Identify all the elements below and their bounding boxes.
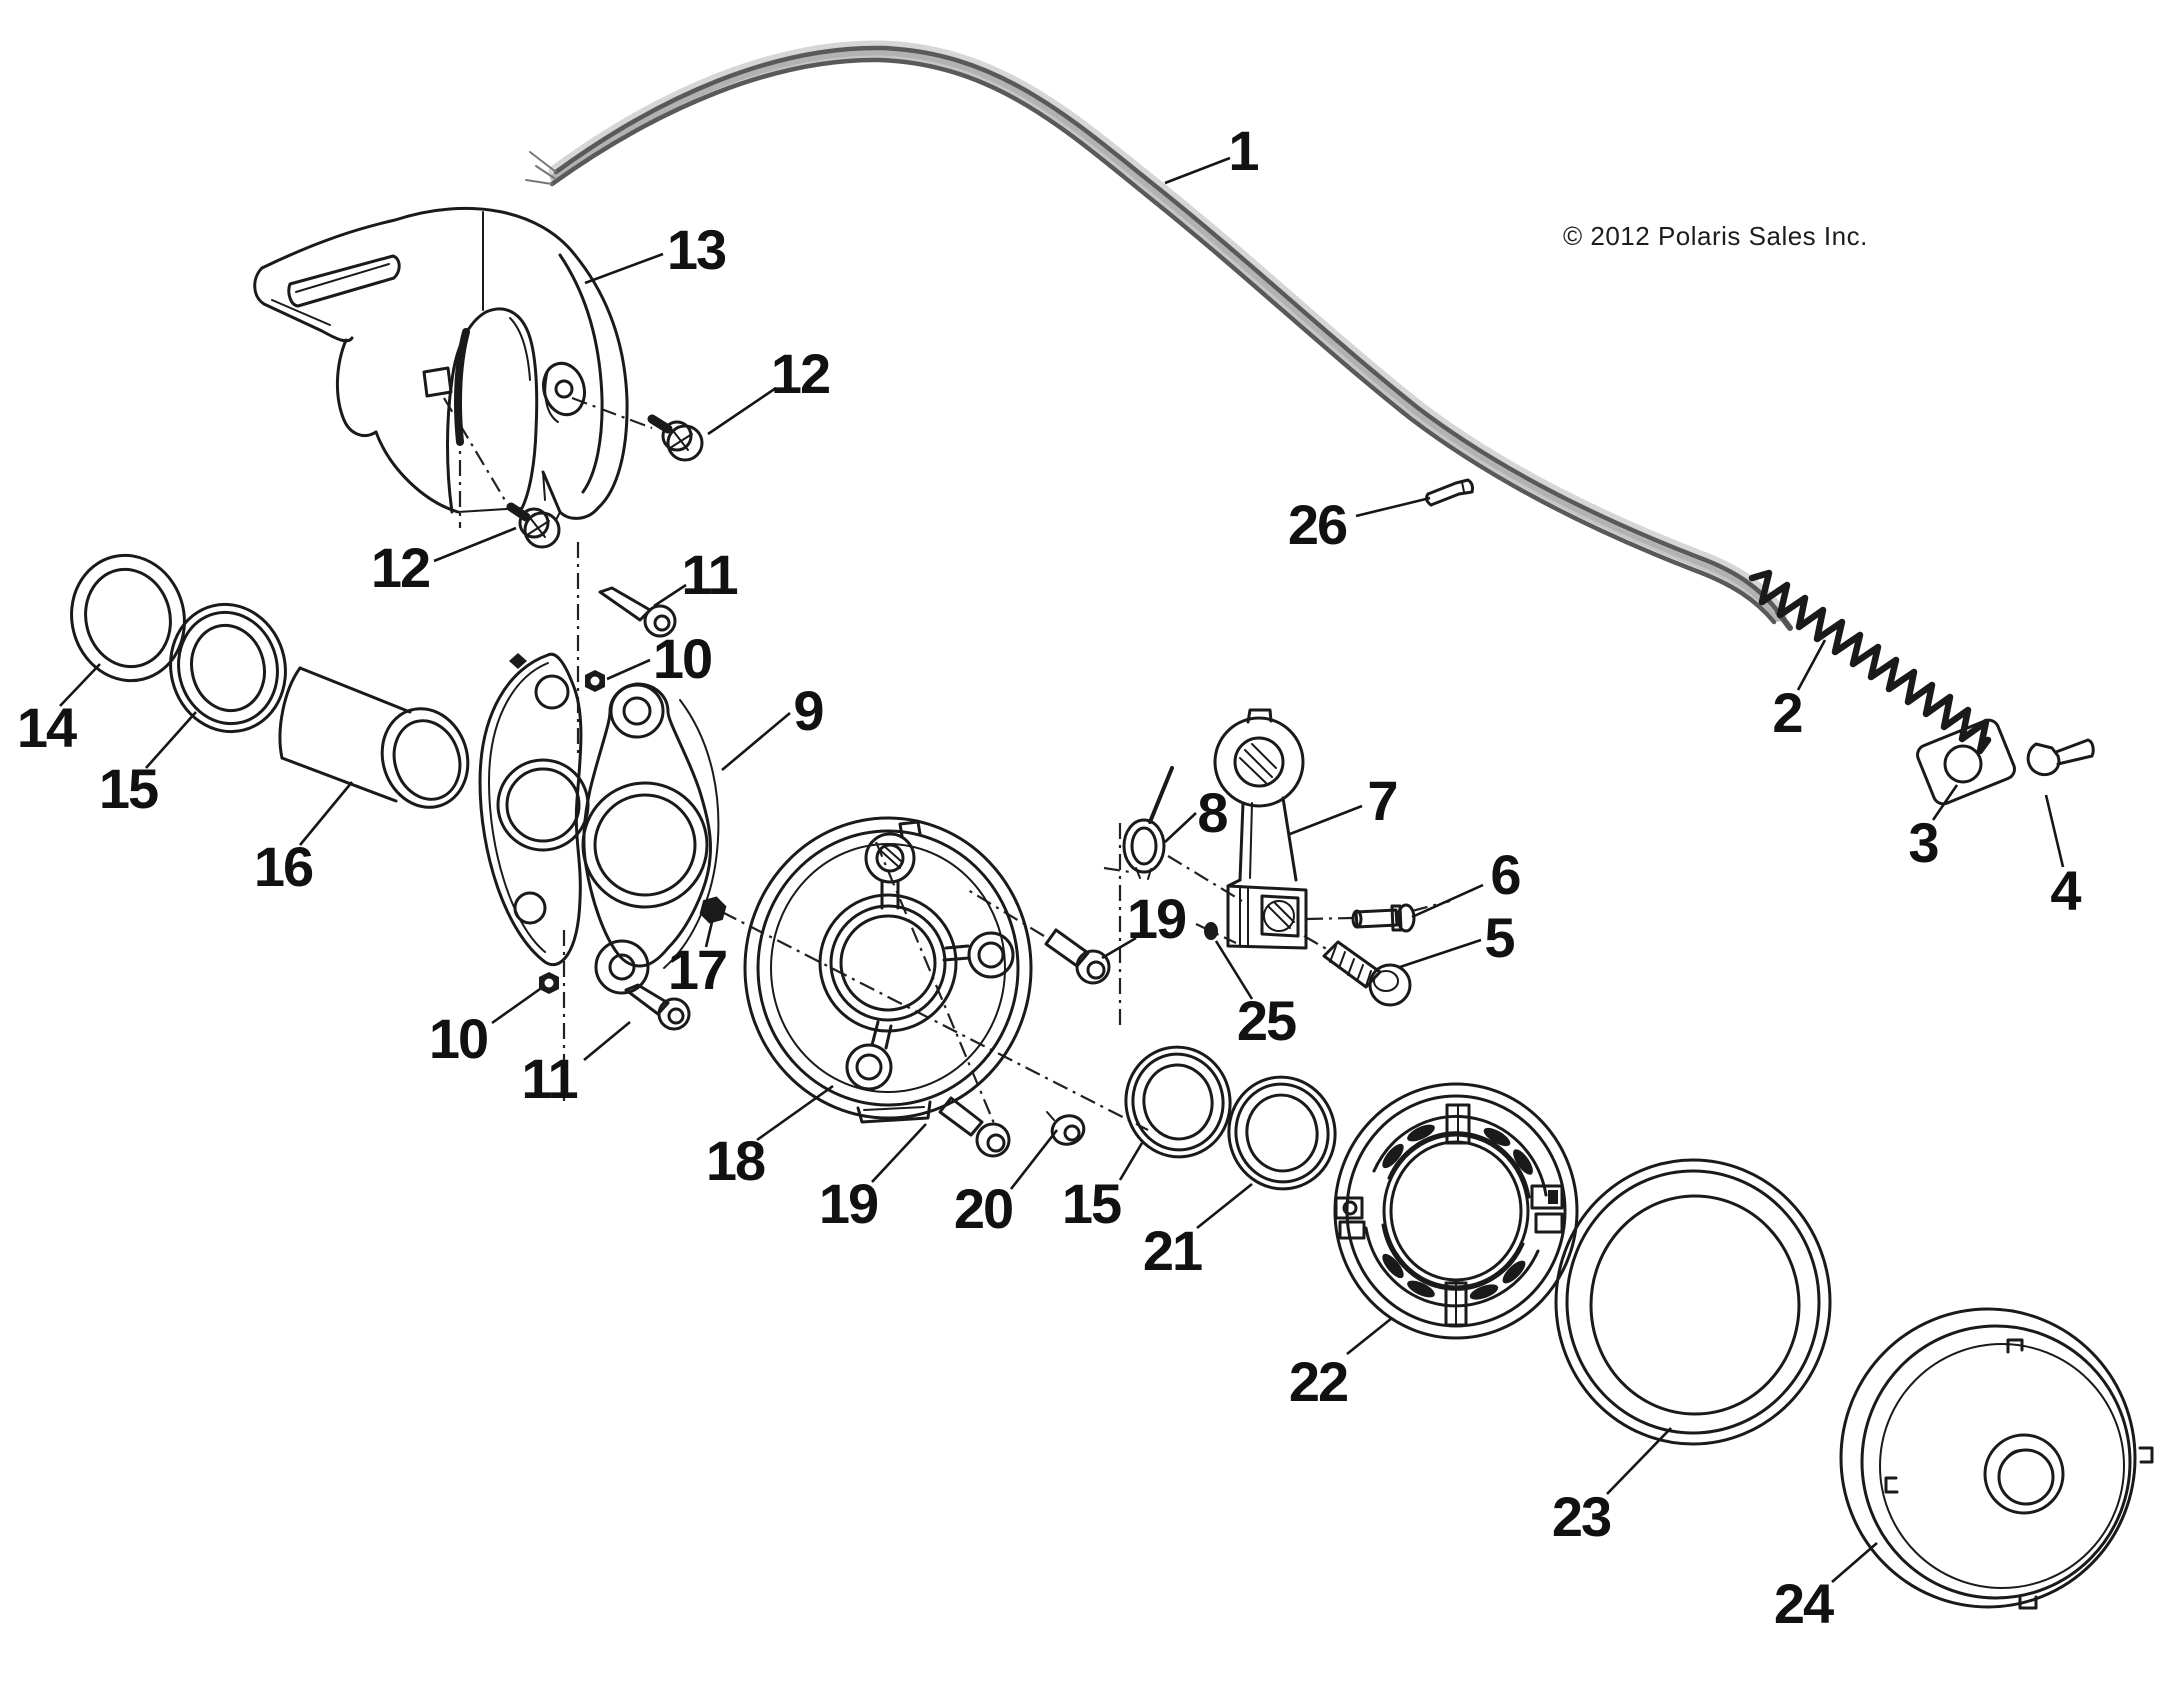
callout-leader-19-23 [871, 1123, 927, 1183]
part-6-adjuster-bolt [1351, 903, 1416, 933]
part-13-guard [253, 206, 629, 521]
part-9-bracket [478, 652, 720, 995]
callout-label-26-30: 26 [1288, 493, 1347, 556]
callout-leader-20-24 [1009, 1129, 1059, 1190]
callout-leader-3-2 [1931, 784, 1959, 821]
part-20-plug [1046, 1111, 1086, 1146]
callout-leader-21-25 [1196, 1182, 1253, 1230]
part-25-ball [1204, 922, 1218, 940]
callout-label-19-22: 19 [1127, 887, 1186, 950]
callout-label-4-3: 4 [2050, 859, 2081, 922]
callout-leader-5-4 [1399, 938, 1482, 969]
part-19-bolt-bottom [938, 1096, 1011, 1158]
callout-leader-10-9 [606, 658, 651, 681]
callout-label-6-5: 6 [1490, 843, 1520, 906]
part-4-clip [2026, 738, 2095, 777]
copyright-notice: © 2012 Polaris Sales Inc. [1563, 221, 1868, 251]
callout-leader-15-18 [1118, 1142, 1144, 1181]
part-15-seal-center [1124, 1045, 1232, 1159]
callout-leader-14-16 [59, 663, 101, 707]
part-12-screw-left [506, 502, 561, 549]
callout-leader-1-0 [1164, 156, 1231, 185]
callout-label-14-16: 14 [17, 696, 77, 759]
callout-label-8-7: 8 [1197, 781, 1227, 844]
callout-leader-18-21 [756, 1084, 834, 1142]
callout-leader-8-7 [1164, 812, 1197, 843]
part-1-brake-cable [525, 40, 1793, 631]
callout-label-12-13: 12 [771, 342, 829, 405]
part-23-ring [1554, 1158, 1832, 1446]
callout-leader-13-15 [584, 252, 664, 285]
callout-leader-9-8 [721, 712, 791, 771]
callout-label-9-8: 9 [793, 679, 823, 742]
part-11-bolt-bottom [624, 983, 691, 1031]
callout-leader-12-13 [707, 386, 777, 436]
part-12-screw-top [647, 414, 704, 462]
callout-leader-17-20 [704, 921, 714, 948]
part-10-nut-bottom [539, 972, 559, 994]
callout-label-13-15: 13 [667, 218, 726, 281]
part-26-cable-pin [1425, 478, 1474, 507]
callout-leader-23-27 [1606, 1427, 1672, 1495]
callout-leader-4-3 [2044, 794, 2065, 868]
part-24-drum-cover [1839, 1307, 2154, 1610]
callout-leader-10-10 [491, 987, 541, 1025]
part-5-pivot-bolt [1322, 940, 1412, 1007]
part-8-washer [1122, 766, 1174, 880]
callout-label-22-26: 22 [1289, 1350, 1347, 1413]
part-2-spring [1748, 569, 1992, 755]
callout-label-11-11: 11 [681, 543, 737, 606]
part-22-brake-shoes [1333, 1082, 1579, 1340]
callout-leader-19-22 [1101, 936, 1137, 960]
callout-leader-7-6 [1289, 804, 1363, 836]
callout-leader-2-1 [1796, 639, 1827, 691]
part-18-backing-plate [743, 816, 1033, 1124]
callout-leader-25-29 [1214, 940, 1254, 1000]
callout-label-11-12: 11 [521, 1047, 577, 1110]
callout-leader-26-30 [1355, 496, 1431, 518]
callout-label-18-21: 18 [706, 1129, 765, 1192]
callout-label-10-9: 10 [653, 627, 711, 690]
callout-label-1-0: 1 [1228, 119, 1258, 182]
part-11-bolt-top [598, 586, 677, 638]
part-14-o-ring [70, 553, 186, 683]
callout-label-15-18: 15 [1062, 1172, 1121, 1235]
callout-leader-11-12 [583, 1020, 631, 1062]
part-21-seal [1227, 1075, 1337, 1191]
part-10-nut-top [585, 670, 605, 692]
callout-label-25-29: 25 [1237, 989, 1296, 1052]
callout-label-10-10: 10 [429, 1007, 487, 1070]
callout-leader-15-17 [145, 711, 197, 769]
callout-label-15-17: 15 [99, 757, 158, 820]
part-17-nut [699, 896, 727, 924]
callout-label-17-20: 17 [668, 938, 726, 1001]
part-7-lever [1213, 708, 1308, 950]
callout-leader-22-26 [1346, 1316, 1393, 1356]
callout-leader-12-14 [433, 526, 517, 563]
callout-label-21-25: 21 [1143, 1219, 1202, 1282]
callout-label-2-1: 2 [1772, 681, 1801, 744]
callout-leader-11-11 [653, 583, 687, 608]
callout-label-23-27: 23 [1552, 1485, 1611, 1548]
callout-leader-16-19 [298, 781, 354, 846]
callout-leader-6-5 [1411, 883, 1484, 919]
callout-leader-24-28 [1831, 1542, 1878, 1583]
callout-label-24-28: 24 [1774, 1572, 1834, 1635]
callout-label-3-2: 3 [1908, 811, 1938, 874]
part-15-seal-left [169, 602, 287, 734]
callout-label-5-4: 5 [1484, 906, 1514, 969]
part-16-spacer-tube [278, 666, 470, 809]
part-3-barrel [1916, 718, 2016, 806]
part-19-bolt-right [1044, 928, 1111, 985]
callout-label-12-14: 12 [371, 536, 429, 599]
callout-label-19-23: 19 [819, 1172, 878, 1235]
callout-label-20-24: 20 [954, 1177, 1012, 1240]
callout-label-16-19: 16 [254, 835, 313, 898]
callout-label-7-6: 7 [1367, 769, 1396, 832]
